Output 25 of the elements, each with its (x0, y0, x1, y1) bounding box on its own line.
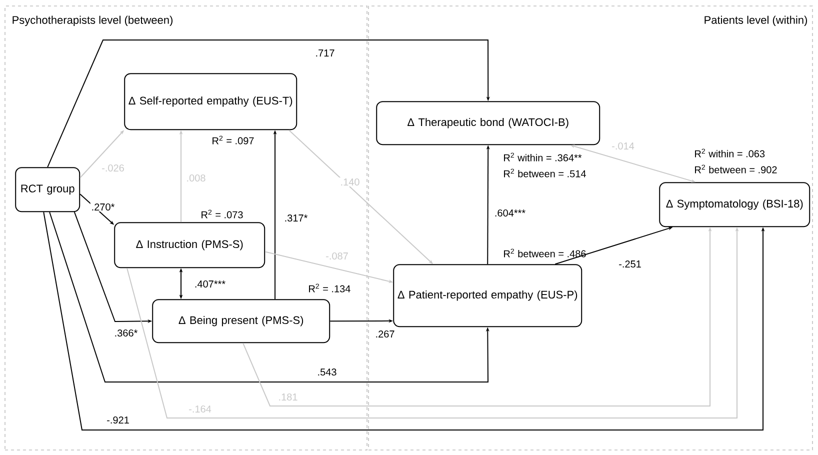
r-squared-label: R$^{2}$ within = .364** (504, 152, 582, 162)
r-squared-label: R$^{2}$ between = .902 (695, 164, 777, 174)
r-squared-label: R$^{2}$ between = .514 (504, 168, 586, 178)
path-coefficient: .407*** (193, 279, 227, 289)
path-coefficient: .604*** (493, 208, 527, 218)
path-coefficient: .267 (374, 329, 396, 339)
variable-box: RCT group (15, 167, 80, 212)
path-coefficient: .366* (113, 328, 139, 338)
variable-box: Δ Patient-reported empathy (EUS-P) (393, 264, 582, 328)
variable-box: Δ Being present (PMS-S) (152, 299, 330, 344)
path-arrow (47, 40, 490, 168)
path-coefficient: -.251 (618, 259, 642, 269)
r-squared-label: R$^{2}$ = .073 (202, 210, 243, 218)
path-coefficient: .543 (316, 367, 338, 377)
variable-box: Δ Self-reported empathy (EUS-T) (124, 73, 298, 130)
r-squared-label: R$^{2}$ = .134 (309, 284, 350, 292)
r-squared-label: R$^{2}$ = .097 (212, 136, 254, 144)
r-squared-label: R$^{2}$ within = .063 (695, 148, 765, 158)
variable-box: Δ Symptomatology (BSI-18) (659, 182, 810, 228)
variable-box: Δ Instruction (PMS-S) (114, 222, 266, 268)
path-coefficient: .717 (314, 48, 336, 58)
path-coefficient: .270* (90, 202, 116, 212)
path-coefficient: .317* (283, 213, 309, 223)
path-coefficient: -.921 (106, 415, 130, 425)
variable-box: Δ Therapeutic bond (WATOCI-B) (376, 101, 600, 146)
